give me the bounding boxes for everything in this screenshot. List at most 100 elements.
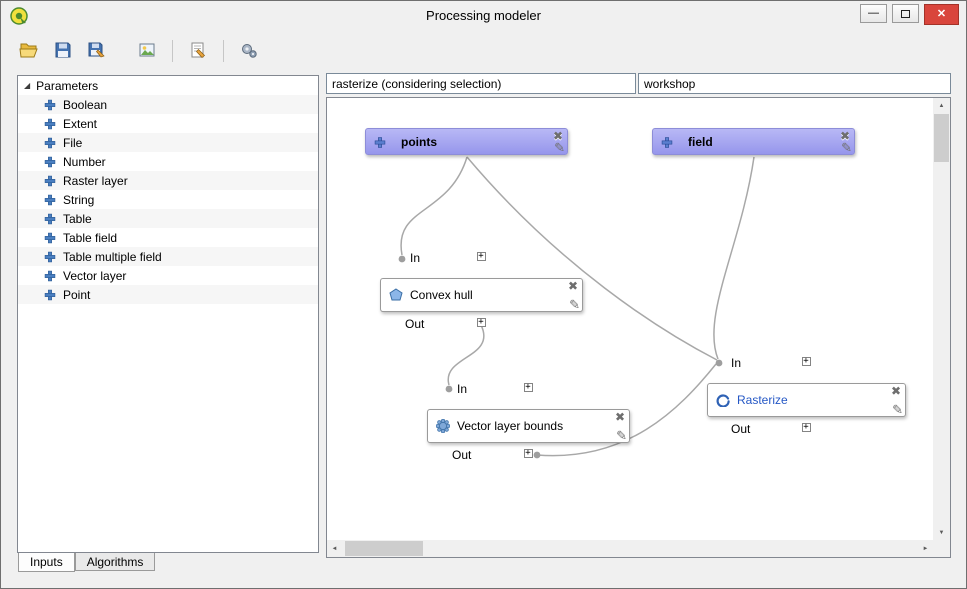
save-model-button[interactable]: [49, 37, 77, 65]
rasterize-box[interactable]: Rasterize ✖ ✎: [707, 383, 906, 417]
save-model-as-button[interactable]: [83, 37, 111, 65]
plus-icon: [661, 136, 673, 148]
plus-icon: [44, 99, 56, 111]
tree-item-extent[interactable]: Extent: [18, 114, 318, 133]
toolbar-separator: [223, 40, 224, 62]
vector-layer-bounds-box[interactable]: Vector layer bounds ✖ ✎: [427, 409, 630, 443]
convex-hull-out-anchor: Out +: [380, 316, 583, 332]
tab-algorithms[interactable]: Algorithms: [74, 553, 156, 571]
tree-item-label: File: [63, 135, 83, 150]
algorithm-node-rasterize: In + Rasterize ✖ ✎ Out +: [707, 355, 906, 437]
expand-icon[interactable]: +: [801, 422, 811, 432]
open-model-button[interactable]: [15, 37, 43, 65]
node-label: Vector layer bounds: [457, 419, 564, 433]
model-group-input[interactable]: [638, 73, 951, 94]
tree-item-vector-layer[interactable]: Vector layer: [18, 266, 318, 285]
expand-icon[interactable]: +: [801, 356, 811, 366]
plus-icon: [44, 213, 56, 225]
tree-item-table[interactable]: Table: [18, 209, 318, 228]
edit-icon[interactable]: ✎: [554, 140, 565, 155]
delete-icon[interactable]: ✖: [567, 279, 578, 293]
maximize-button[interactable]: [892, 4, 919, 23]
out-label: Out: [405, 317, 425, 331]
vector-layer-bounds-out-anchor: Out +: [427, 447, 630, 463]
tree-item-file[interactable]: File: [18, 133, 318, 152]
node-label: Rasterize: [737, 393, 788, 407]
vertical-scrollbar[interactable]: ▲ ▼: [933, 98, 950, 540]
scroll-down-arrow[interactable]: ▼: [938, 529, 945, 536]
close-button[interactable]: ✕: [924, 4, 959, 25]
in-label: In: [457, 382, 468, 396]
tree-item-label: Table: [63, 211, 92, 226]
plus-icon: [44, 232, 56, 244]
export-as-image-button[interactable]: [133, 37, 161, 65]
panel-tabs: Inputs Algorithms: [18, 553, 156, 572]
maximize-icon: [901, 9, 910, 18]
gear-icon: [436, 419, 450, 433]
tree-item-boolean[interactable]: Boolean: [18, 95, 318, 114]
folder-open-icon: [19, 41, 39, 62]
delete-icon[interactable]: ✖: [839, 129, 850, 143]
delete-icon[interactable]: ✖: [614, 410, 625, 424]
tree-item-table-field[interactable]: Table field: [18, 228, 318, 247]
edit-icon[interactable]: ✎: [892, 402, 903, 417]
expanded-triangle-icon[interactable]: ◢: [24, 81, 31, 90]
delete-icon[interactable]: ✖: [890, 384, 901, 398]
model-canvas[interactable]: points ✖ ✎ field ✖ ✎ In +: [326, 97, 951, 558]
edit-icon[interactable]: ✎: [569, 297, 580, 312]
save-as-icon: [88, 41, 106, 62]
model-name-input[interactable]: [326, 73, 636, 94]
edit-model-help-button[interactable]: [184, 37, 212, 65]
vector-layer-bounds-in-anchor: In +: [427, 381, 630, 397]
scroll-left-arrow[interactable]: ◄: [331, 545, 338, 552]
tree-root-label: Parameters: [36, 78, 99, 93]
tree-item-label: Point: [63, 287, 91, 302]
plus-icon: [44, 251, 56, 263]
tree-item-label: Table multiple field: [63, 249, 162, 264]
minimize-button[interactable]: —: [860, 4, 887, 23]
tree-item-point[interactable]: Point: [18, 285, 318, 304]
window-title: Processing modeler: [426, 8, 541, 23]
tree-item-label: Raster layer: [63, 173, 128, 188]
plus-icon: [44, 175, 56, 187]
connection-path: [713, 156, 755, 360]
expand-icon[interactable]: +: [523, 382, 533, 392]
vertical-scrollbar-thumb[interactable]: [934, 114, 949, 162]
expand-icon[interactable]: +: [476, 251, 486, 261]
horizontal-scrollbar-thumb[interactable]: [345, 541, 423, 556]
parameters-panel: ◢ Parameters Boolean Extent File Number …: [17, 75, 319, 553]
tree-root-parameters[interactable]: ◢ Parameters: [18, 76, 318, 95]
tree-item-label: Extent: [63, 116, 98, 131]
edit-help-icon: [189, 41, 207, 62]
horizontal-scrollbar[interactable]: ◄ ►: [327, 540, 933, 557]
run-model-button[interactable]: [235, 37, 263, 65]
tree-item-raster-layer[interactable]: Raster layer: [18, 171, 318, 190]
algorithm-node-vector-layer-bounds: In + Vector layer bounds ✖ ✎: [427, 381, 630, 463]
tree-item-table-multiple-field[interactable]: Table multiple field: [18, 247, 318, 266]
connection-path: [400, 156, 468, 256]
out-label: Out: [731, 422, 751, 436]
in-label: In: [731, 356, 742, 370]
convex-hull-box[interactable]: Convex hull ✖ ✎: [380, 278, 583, 312]
edit-icon[interactable]: ✎: [841, 140, 852, 155]
tree-item-label: Table field: [63, 230, 118, 245]
algorithm-node-convex-hull: In + Convex hull ✖ ✎ Out +: [380, 250, 583, 332]
saga-swirl-icon: [716, 393, 730, 407]
input-node-field[interactable]: field ✖ ✎: [652, 128, 855, 155]
input-node-points[interactable]: points ✖ ✎: [365, 128, 568, 155]
delete-icon[interactable]: ✖: [552, 129, 563, 143]
expand-icon[interactable]: +: [476, 317, 486, 327]
edit-icon[interactable]: ✎: [616, 428, 627, 443]
scroll-up-arrow[interactable]: ▲: [938, 102, 945, 109]
tree-item-string[interactable]: String: [18, 190, 318, 209]
toolbar: [15, 35, 263, 67]
expand-icon[interactable]: +: [523, 448, 533, 458]
plus-icon: [44, 118, 56, 130]
tree-item-number[interactable]: Number: [18, 152, 318, 171]
rasterize-out-anchor: Out +: [707, 421, 906, 437]
plus-icon: [44, 194, 56, 206]
scroll-right-arrow[interactable]: ►: [922, 545, 929, 552]
save-icon: [54, 41, 72, 62]
tab-inputs[interactable]: Inputs: [18, 553, 75, 572]
